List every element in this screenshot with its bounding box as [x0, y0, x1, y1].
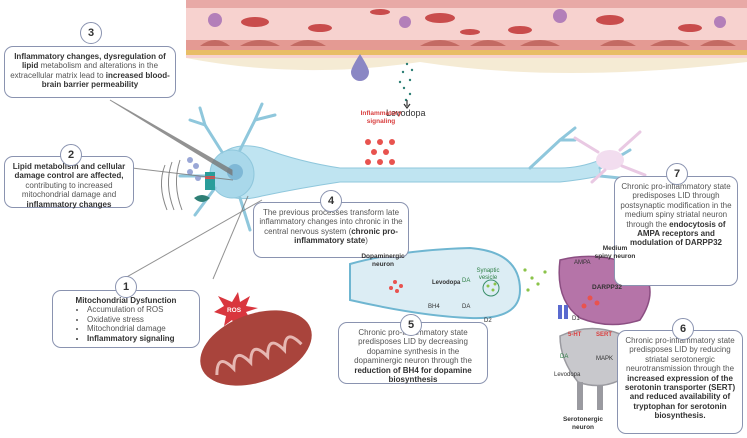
- box-5-number: 5: [400, 314, 422, 336]
- box-1-item: Accumulation of ROS: [87, 305, 195, 314]
- label-d2: D2: [484, 318, 492, 324]
- box-1-item: Mitochondrial damage: [87, 324, 195, 333]
- box-4-text: The previous processes transform late in…: [259, 208, 403, 236]
- label-d1: D1: [572, 316, 580, 322]
- box-3-text: metabolism and alterations in the extrac…: [10, 61, 159, 80]
- box-3-number: 3: [80, 22, 102, 44]
- inflammatory-dots: [365, 139, 395, 165]
- box-1-list: Accumulation of ROS Oxidative stress Mit…: [75, 305, 195, 343]
- box-1-item-bold: Inflammatory signaling: [87, 334, 195, 343]
- box-2-bold-1: Lipid metabolism and cellular damage con…: [12, 162, 126, 181]
- box-3-bold-2: increased blood-brain barrier permeabili…: [41, 70, 170, 90]
- label-darpp32: DARPP32: [592, 284, 622, 291]
- box-4-bold: chronic pro-inflammatory state: [294, 226, 398, 246]
- mitochondrion: [200, 310, 312, 386]
- box-6-number: 6: [672, 318, 694, 340]
- label-da2: DA: [462, 304, 471, 310]
- box-3: Inflammatory changes, dysregulation of l…: [4, 46, 176, 98]
- label-mapk: MAPK: [596, 356, 614, 362]
- label-dopaminergic-neuron: Dopaminergic neuron: [361, 253, 405, 268]
- label-levodopa-sero: Levodopa: [554, 372, 581, 378]
- label-medium-spiny: Medium spiny neuron: [594, 245, 636, 260]
- box-4-number: 4: [320, 190, 342, 212]
- label-inflammatory-signaling: Inflammatory signaling: [360, 110, 402, 125]
- box-7: Chronic pro-inflammatory state predispos…: [614, 176, 738, 286]
- box-1-number: 1: [115, 276, 137, 298]
- label-ros: ROS: [226, 307, 242, 314]
- blood-vessel: [186, 0, 747, 109]
- neuron: [178, 102, 642, 232]
- box-4: The previous processes transform late in…: [253, 202, 409, 258]
- box-6-bold: increased expression of the serotonin tr…: [624, 373, 736, 421]
- box-5-bold: reduction of BH4 for dopamine biosynthes…: [354, 365, 472, 385]
- box-2-number: 2: [60, 144, 82, 166]
- box-4-text-end: ): [365, 236, 368, 246]
- box-3-bold-1: Inflammatory changes, dysregulation of l…: [14, 52, 166, 71]
- label-levodopa-top: Levodopa: [386, 108, 426, 118]
- label-5ht: 5-HT: [568, 332, 582, 338]
- label-da: DA: [462, 278, 471, 284]
- box-1-title: Mitochondrial Dysfunction: [75, 296, 177, 305]
- box-7-text: Chronic pro-inflammatory state predispos…: [620, 182, 732, 229]
- box-2-text: contributing to increased mitochondrial …: [21, 180, 117, 200]
- box-7-bold: endocytosis of AMPA receptors and modula…: [629, 219, 726, 248]
- label-sert: SERT: [596, 332, 613, 338]
- label-serotonergic-neuron: Serotonergic neuron: [562, 416, 604, 431]
- label-da3: DA: [560, 354, 569, 360]
- box-2: Lipid metabolism and cellular damage con…: [4, 156, 134, 209]
- box-1: Mitochondrial Dysfunction Accumulation o…: [52, 290, 200, 348]
- box-7-number: 7: [666, 163, 688, 185]
- ros-burst: [214, 292, 258, 330]
- label-bh4: BH4: [428, 304, 440, 310]
- label-levodopa-da: Levodopa: [432, 280, 461, 286]
- box-6-text: Chronic pro-inflammatory state predispos…: [625, 336, 735, 374]
- organelles: [161, 157, 215, 211]
- label-ampa: AMPA: [574, 260, 591, 266]
- box-6: Chronic pro-inflammatory state predispos…: [617, 330, 743, 434]
- box-1-item: Oxidative stress: [87, 315, 195, 324]
- pointer-lines: [109, 99, 263, 280]
- label-synaptic-vesicle: Synaptic vesicle: [476, 268, 500, 281]
- box-2-bold-2: inflammatory changes: [26, 199, 112, 209]
